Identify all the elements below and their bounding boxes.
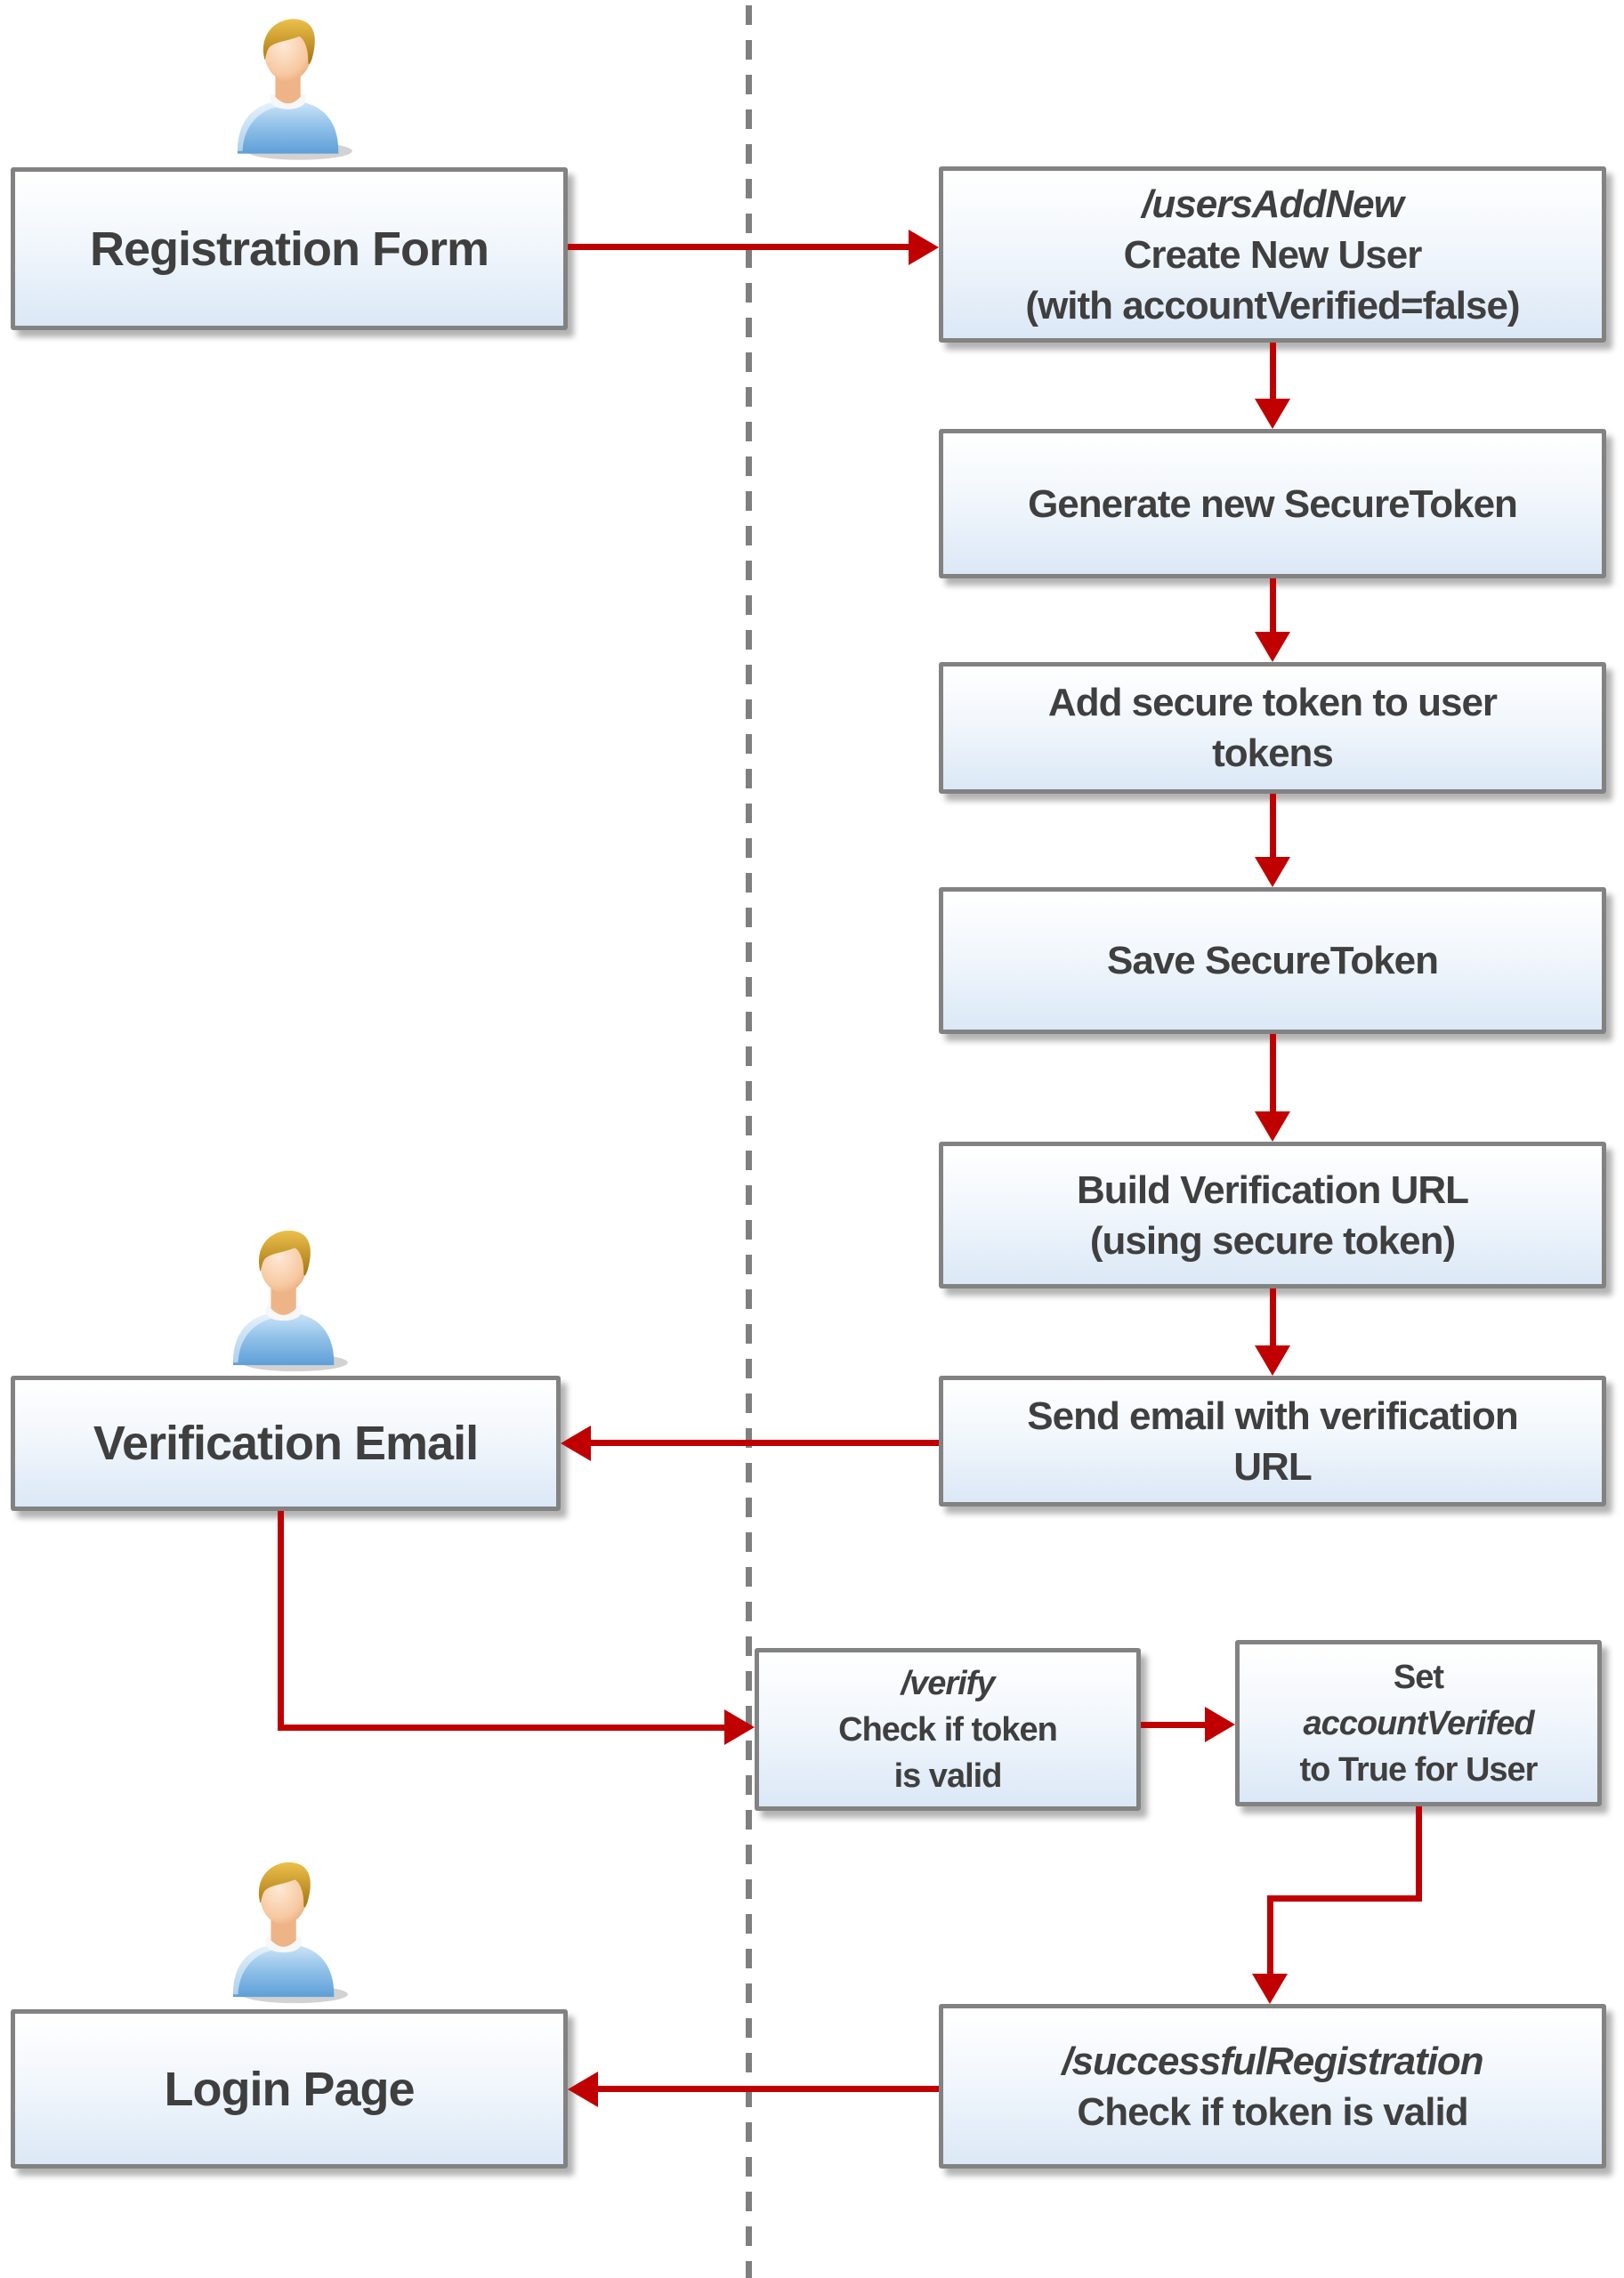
arrowhead-right-icon [909,230,939,265]
person-icon [209,1222,360,1375]
arrowhead-down-icon [1255,1345,1290,1376]
node-label: /usersAddNew Create New User (with accou… [1025,182,1520,327]
arrowhead-left-icon [568,2072,598,2107]
arrow-usersaddnew-to-generate [1270,343,1276,399]
node-label: Set accountVerifed to True for User [1299,1658,1539,1789]
node-label: Add secure token to user tokens [1047,681,1498,775]
node-login-page: Login Page [11,2009,568,2169]
node-generate-secure-token: Generate new SecureToken [939,429,1606,578]
node-label: Login Page [164,2062,415,2116]
node-label: Verification Email [93,1417,479,1470]
node-users-add-new: /usersAddNew Create New User (with accou… [939,166,1606,343]
arrow-verificationemail-to-verify [278,1725,724,1731]
arrowhead-down-icon [1255,1111,1290,1142]
arrowhead-left-icon [561,1426,591,1461]
node-set-account-verified: Set accountVerifed to True for User [1235,1640,1602,1806]
arrow-setverified-to-success-segment3 [1267,1895,1273,1974]
arrowhead-down-icon [1255,399,1290,429]
arrowhead-right-icon [724,1709,755,1745]
arrow-addtoken-to-save [1270,794,1276,857]
lane-divider-dashed-line [746,5,752,2278]
node-label: Registration Form [89,222,489,276]
node-label: Generate new SecureToken [1028,481,1518,526]
arrowhead-down-icon [1252,1974,1288,2004]
arrow-setverified-to-success-segment1 [1416,1806,1422,1902]
arrowhead-down-icon [1255,857,1290,887]
node-verify: /verify Check if token is valid [755,1648,1141,1811]
arrow-success-to-loginpage [598,2086,939,2092]
arrow-generate-to-addtoken [1270,578,1276,632]
node-build-verification-url: Build Verification URL (using secure tok… [939,1142,1606,1288]
arrow-buildurl-to-sendemail [1270,1288,1276,1345]
node-verification-email: Verification Email [11,1376,561,1511]
node-label: /successfulRegistration Check if token i… [1062,2039,1483,2134]
node-successful-registration: /successfulRegistration Check if token i… [939,2004,1606,2169]
arrow-verify-to-setverified [1141,1722,1205,1728]
arrow-registration-to-usersaddnew [568,244,909,250]
node-label: Send email with verification URL [1027,1393,1518,1489]
person-icon [214,9,365,165]
node-registration-form: Registration Form [11,167,568,330]
node-send-email: Send email with verification URL [939,1376,1606,1507]
person-icon [209,1854,360,2007]
arrow-save-to-buildurl [1270,1034,1276,1111]
node-label: Save SecureToken [1106,939,1439,982]
arrowhead-right-icon [1205,1707,1235,1742]
node-label: Build Verification URL (using secure tok… [1076,1167,1469,1263]
arrow-setverified-to-success-segment2 [1267,1895,1422,1902]
node-save-secure-token: Save SecureToken [939,887,1606,1034]
arrowhead-down-icon [1255,632,1290,662]
arrow-sendemail-to-verificationemail [591,1440,939,1446]
node-label: /verify Check if token is valid [838,1664,1058,1795]
node-add-secure-token: Add secure token to user tokens [939,662,1606,794]
arrow-verificationemail-to-verify-segment [278,1511,284,1731]
